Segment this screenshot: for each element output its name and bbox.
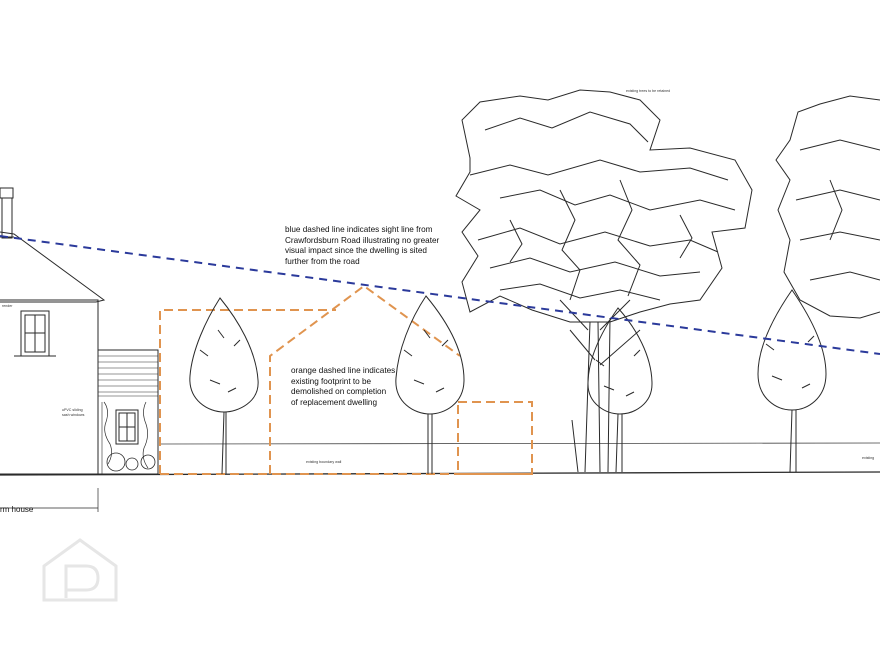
window-callout: uPVC sliding sash windows: [62, 408, 84, 417]
farmhouse: [0, 187, 159, 512]
window-callout-line-1: uPVC sliding: [62, 408, 83, 412]
slender-tree-1: [189, 297, 259, 475]
slender-tree-3: [587, 307, 653, 473]
farmhouse-roof: [0, 231, 106, 303]
footprint-note-line-1: orange dashed line indicates: [291, 366, 396, 375]
sight-line-note-line-3: visual impact since the dwelling is site…: [285, 246, 427, 255]
window-callout-line-2: sash windows: [62, 412, 85, 417]
footprint-note: orange dashed line indicates existing fo…: [291, 366, 395, 408]
slender-tree-4: [757, 289, 827, 473]
farmhouse-label: rm house: [0, 505, 34, 514]
lean-to-shrub: [106, 452, 126, 472]
farmhouse-chimney-stack: [1, 197, 13, 239]
wall-callout: existing boundary wall: [306, 460, 342, 464]
property-pal-logo-icon: [42, 538, 118, 602]
footprint-note-line-3: demolished on completion: [291, 387, 387, 396]
farmhouse-chimney: [0, 187, 14, 199]
sight-line: [0, 235, 880, 355]
tree-callout: existing trees to be retained: [626, 89, 671, 93]
render-callout: render: [2, 304, 13, 308]
lean-to-window: [115, 409, 139, 445]
sight-line-note-line-1: blue dashed line indicates sight line fr…: [285, 225, 433, 234]
lean-to-extension: [97, 349, 159, 475]
footprint-note-line-4: of replacement dwelling: [291, 397, 378, 407]
large-tree-1: [455, 89, 753, 473]
boundary-wall-line: [159, 442, 880, 445]
large-tree-2: [775, 95, 880, 319]
footprint-note-line-2: existing footprint to be: [291, 376, 372, 386]
slender-tree-2: [395, 295, 465, 474]
right-edge-callout: existing: [862, 456, 875, 460]
sight-line-note: blue dashed line indicates sight line fr…: [285, 225, 439, 267]
sight-line-note-line-4: further from the road: [285, 256, 360, 266]
lean-to-cladding: [98, 355, 158, 397]
sight-line-note-line-2: Crawfordsburn Road illustrating no great…: [285, 235, 440, 245]
